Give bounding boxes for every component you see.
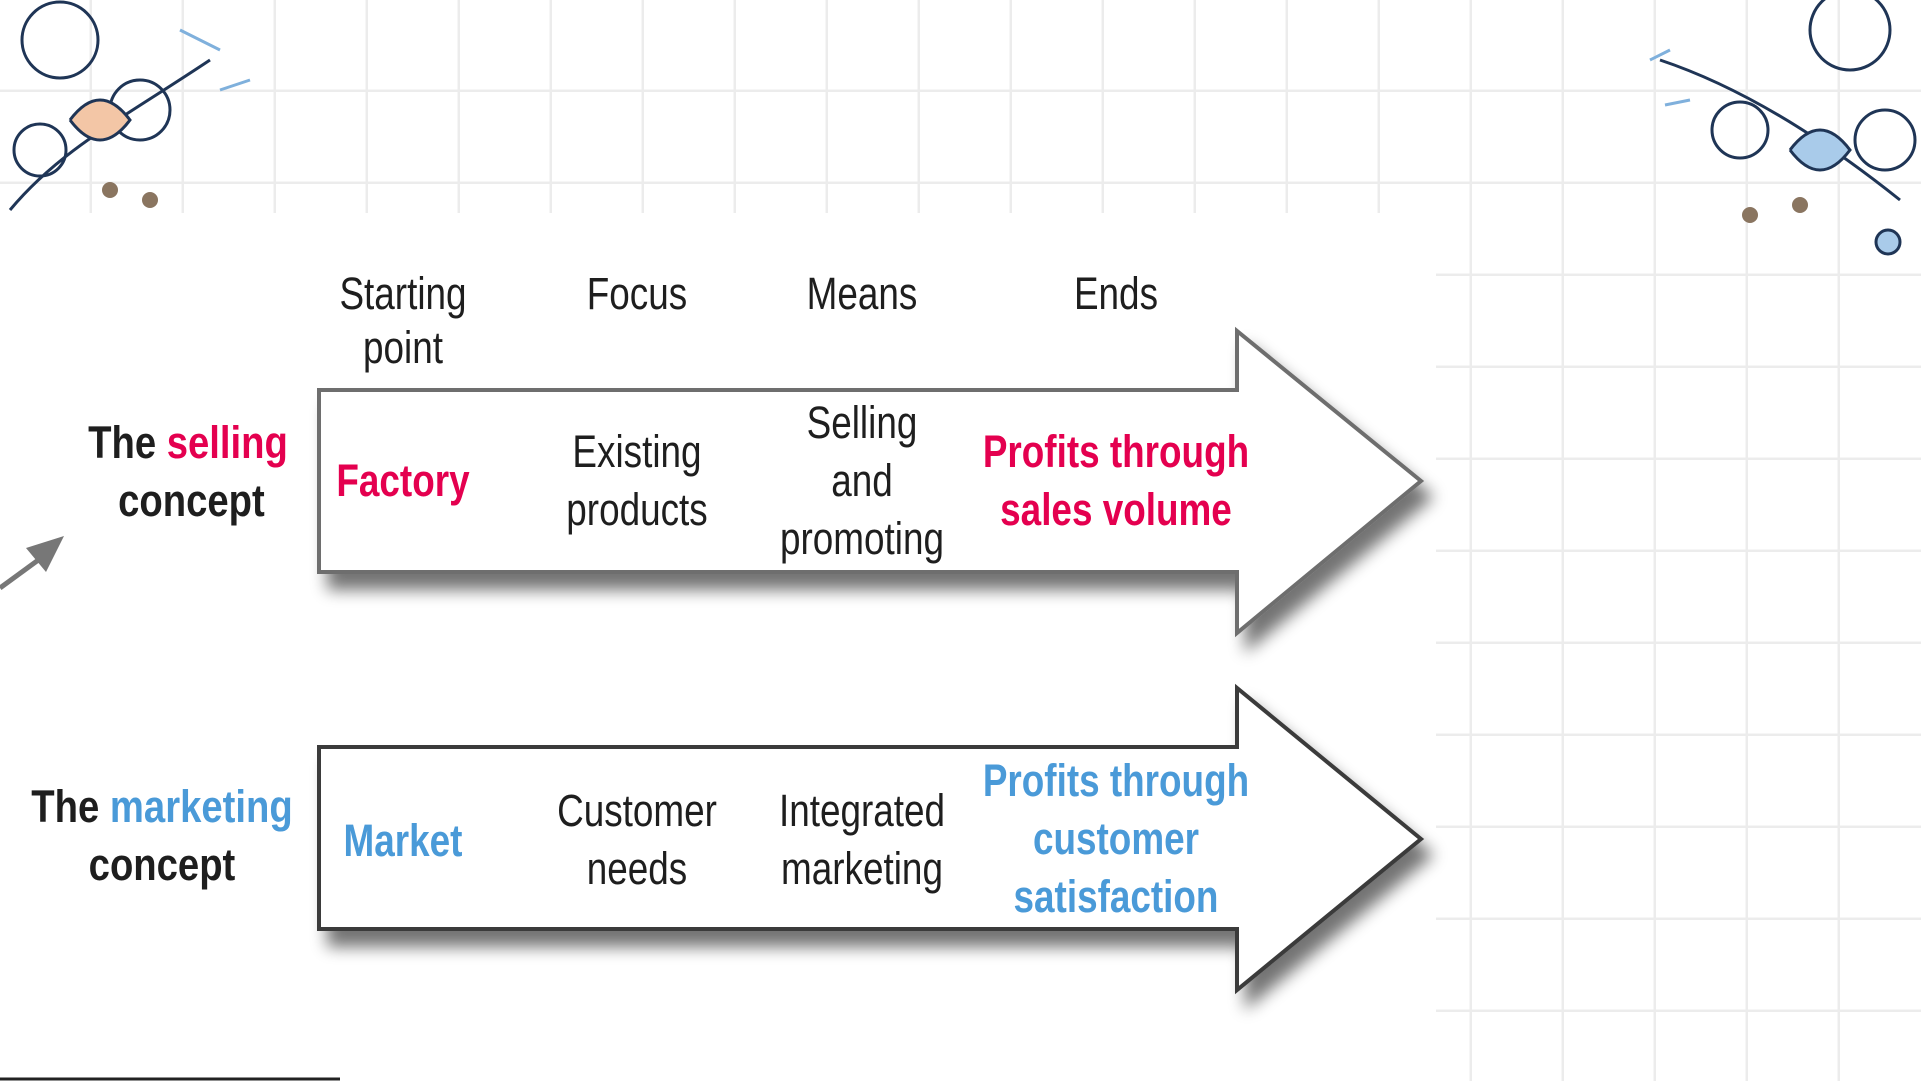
marketing-starting-point: Market xyxy=(344,816,463,866)
header-focus: Focus xyxy=(587,269,687,319)
floral-decoration-top-right xyxy=(1649,0,1917,256)
diagram-panel xyxy=(0,213,1436,1081)
header-ends: Ends xyxy=(1074,269,1158,319)
pointer-arrow-icon xyxy=(0,536,64,591)
marketing-concept-arrow xyxy=(317,683,1425,995)
selling-starting-point: Factory xyxy=(336,456,469,506)
floral-decoration-top-left xyxy=(8,0,251,211)
selling-concept-arrow xyxy=(317,326,1425,638)
header-means: Means xyxy=(807,269,918,319)
